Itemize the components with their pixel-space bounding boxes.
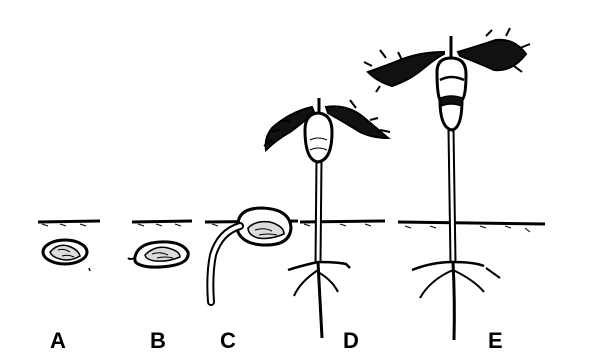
seed-b-icon bbox=[128, 242, 188, 267]
stage-label-d: D bbox=[343, 330, 359, 352]
soil-line-d bbox=[300, 221, 385, 222]
stage-label-b: B bbox=[150, 330, 166, 352]
seed-c-icon bbox=[238, 208, 291, 245]
stage-c-drawing bbox=[205, 208, 298, 302]
roots-e-icon bbox=[412, 262, 500, 340]
seed-coat-d-icon bbox=[305, 113, 332, 162]
soil-line-a bbox=[38, 221, 100, 222]
soil-line-b bbox=[132, 221, 192, 222]
stem-e-icon bbox=[451, 130, 453, 262]
stage-label-c: C bbox=[220, 330, 236, 352]
radicle-c-icon bbox=[210, 226, 240, 302]
stage-e-drawing bbox=[364, 28, 545, 340]
seed-a-icon bbox=[43, 240, 90, 271]
stage-b-drawing bbox=[128, 221, 192, 267]
soil-line-e bbox=[398, 222, 545, 224]
stem-d-icon bbox=[318, 160, 319, 262]
stage-label-e: E bbox=[488, 330, 503, 352]
stage-a-drawing bbox=[38, 221, 100, 271]
roots-d-icon bbox=[288, 262, 350, 338]
stage-label-a: A bbox=[50, 330, 66, 352]
seed-coat-e-icon bbox=[437, 58, 466, 130]
